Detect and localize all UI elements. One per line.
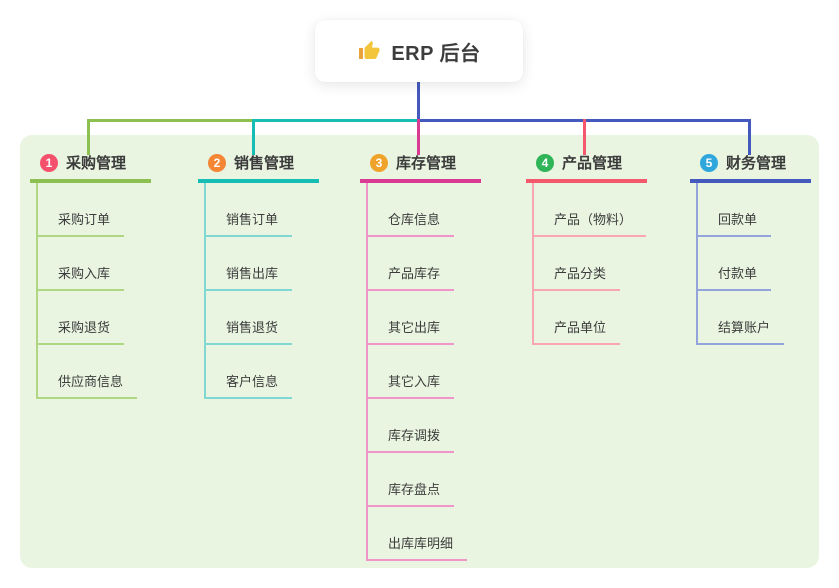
branch-number-badge: 5: [700, 153, 718, 172]
thumbs-up-icon: [357, 39, 381, 63]
branch-node-5: 5 财务管理 回款单 付款单 结算账户: [690, 146, 839, 345]
child-node-row: 仓库信息: [360, 183, 510, 237]
child-node[interactable]: 付款单: [696, 263, 772, 291]
branch-trunk-line: [204, 183, 206, 399]
branch-header[interactable]: 1 采购管理: [30, 146, 151, 183]
child-node-row: 客户信息: [198, 345, 348, 399]
child-node-row: 产品单位: [526, 291, 676, 345]
child-node[interactable]: 客户信息: [204, 371, 293, 399]
child-node-row: 供应商信息: [30, 345, 180, 399]
branch-node-4: 4 产品管理 产品（物料） 产品分类 产品单位: [526, 146, 676, 345]
branch-number-badge: 1: [40, 153, 58, 172]
branch-children: 采购订单 采购入库 采购退货 供应商信息: [30, 183, 180, 399]
child-node[interactable]: 产品单位: [532, 317, 621, 345]
child-node-row: 库存调拨: [360, 399, 510, 453]
child-node[interactable]: 其它出库: [366, 317, 455, 345]
connector-root-stem: [417, 82, 420, 120]
branch-node-3: 3 库存管理 仓库信息 产品库存 其它出库 其它入库 库存调拨 库存盘点 出库库…: [360, 146, 510, 561]
child-node[interactable]: 销售订单: [204, 209, 293, 237]
branch-node-1: 1 采购管理 采购订单 采购入库 采购退货 供应商信息: [30, 146, 180, 399]
branch-trunk-line: [36, 183, 38, 399]
branch-children: 仓库信息 产品库存 其它出库 其它入库 库存调拨 库存盘点 出库库明细: [360, 183, 510, 561]
branch-trunk-line: [532, 183, 534, 345]
child-node[interactable]: 采购退货: [36, 317, 125, 345]
branch-header[interactable]: 3 库存管理: [360, 146, 481, 183]
branch-trunk-line: [366, 183, 368, 561]
child-node-row: 出库库明细: [360, 507, 510, 561]
branch-title: 采购管理: [66, 155, 127, 172]
branch-title: 产品管理: [562, 155, 623, 172]
child-node-row: 销售退货: [198, 291, 348, 345]
child-node[interactable]: 采购订单: [36, 209, 125, 237]
child-node-row: 其它出库: [360, 291, 510, 345]
child-node[interactable]: 结算账户: [696, 317, 785, 345]
child-node[interactable]: 出库库明细: [366, 533, 468, 561]
branch-header[interactable]: 4 产品管理: [526, 146, 647, 183]
child-node[interactable]: 产品分类: [532, 263, 621, 291]
connector-top-segment-left: [87, 119, 254, 122]
child-node[interactable]: 库存调拨: [366, 425, 455, 453]
child-node-row: 库存盘点: [360, 453, 510, 507]
branch-title: 销售管理: [234, 155, 295, 172]
connector-drop-branch-3: [417, 119, 420, 155]
branch-children: 产品（物料） 产品分类 产品单位: [526, 183, 676, 345]
connector-drop-branch-1: [87, 119, 90, 155]
branch-title: 财务管理: [726, 155, 787, 172]
branch-number-badge: 2: [208, 153, 226, 172]
branch-header[interactable]: 5 财务管理: [690, 146, 811, 183]
child-node-row: 采购入库: [30, 237, 180, 291]
branch-trunk-line: [696, 183, 698, 345]
child-node[interactable]: 回款单: [696, 209, 772, 237]
child-node-row: 回款单: [690, 183, 839, 237]
child-node-row: 采购退货: [30, 291, 180, 345]
branch-children: 销售订单 销售出库 销售退货 客户信息: [198, 183, 348, 399]
child-node[interactable]: 产品库存: [366, 263, 455, 291]
child-node-row: 产品库存: [360, 237, 510, 291]
child-node-row: 产品（物料）: [526, 183, 676, 237]
child-node[interactable]: 销售退货: [204, 317, 293, 345]
child-node-row: 付款单: [690, 237, 839, 291]
child-node-row: 销售出库: [198, 237, 348, 291]
child-node[interactable]: 其它入库: [366, 371, 455, 399]
child-node[interactable]: 库存盘点: [366, 479, 455, 507]
branch-node-2: 2 销售管理 销售订单 销售出库 销售退货 客户信息: [198, 146, 348, 399]
child-node[interactable]: 供应商信息: [36, 371, 138, 399]
branch-title: 库存管理: [396, 155, 457, 172]
branch-number-badge: 4: [536, 153, 554, 172]
root-node[interactable]: ERP 后台: [315, 20, 523, 82]
child-node-row: 销售订单: [198, 183, 348, 237]
child-node[interactable]: 销售出库: [204, 263, 293, 291]
branches-panel: [20, 135, 819, 568]
child-node[interactable]: 采购入库: [36, 263, 125, 291]
child-node[interactable]: 产品（物料）: [532, 209, 647, 237]
connector-drop-branch-5: [748, 119, 751, 155]
branch-children: 回款单 付款单 结算账户: [690, 183, 839, 345]
connector-drop-branch-2: [252, 119, 255, 155]
child-node-row: 结算账户: [690, 291, 839, 345]
connector-top-segment-mid: [252, 119, 418, 122]
child-node[interactable]: 仓库信息: [366, 209, 455, 237]
branch-header[interactable]: 2 销售管理: [198, 146, 319, 183]
child-node-row: 产品分类: [526, 237, 676, 291]
root-node-title: ERP 后台: [391, 42, 481, 65]
branch-number-badge: 3: [370, 153, 388, 172]
child-node-row: 采购订单: [30, 183, 180, 237]
child-node-row: 其它入库: [360, 345, 510, 399]
connector-drop-branch-4: [583, 119, 586, 155]
